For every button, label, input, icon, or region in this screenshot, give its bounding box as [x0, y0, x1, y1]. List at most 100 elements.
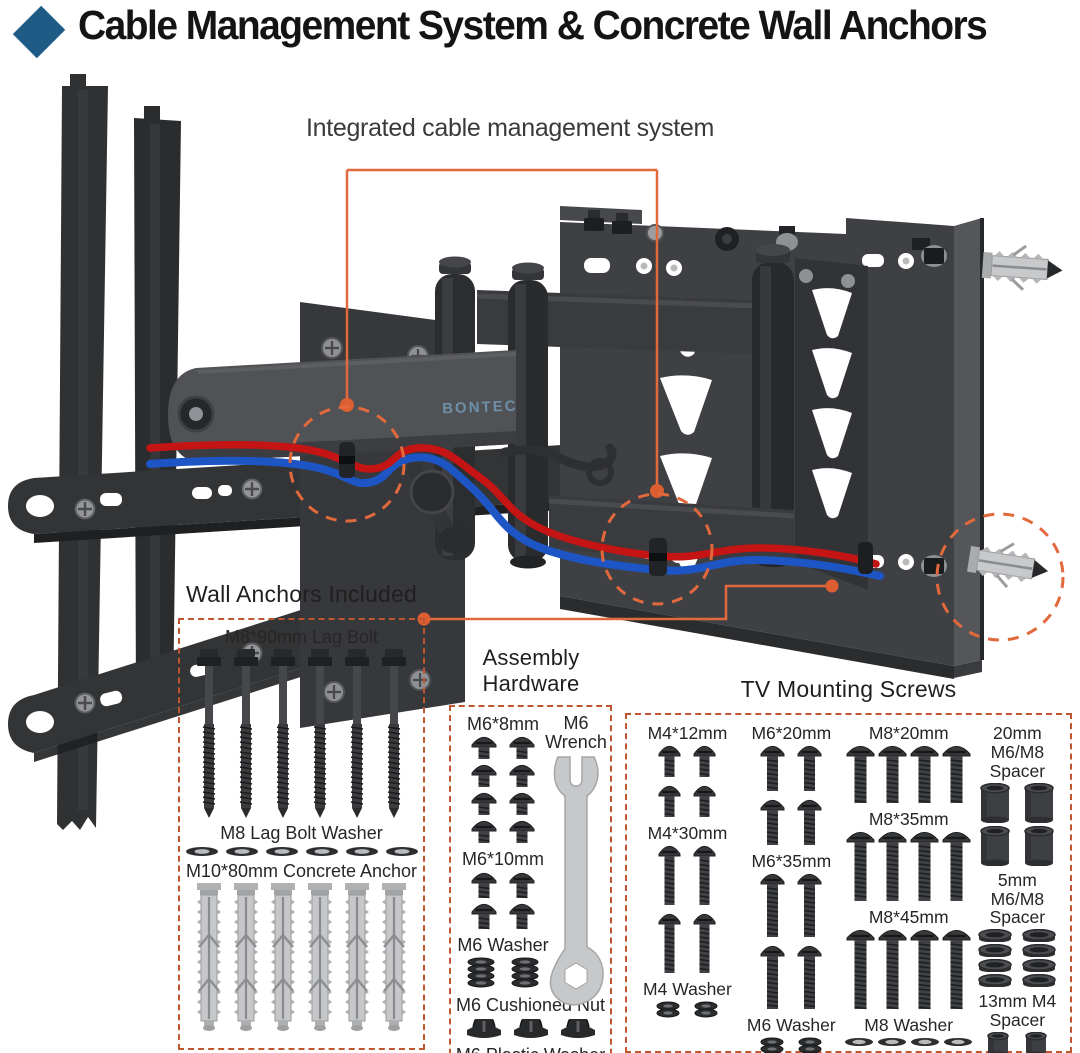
screw-graphic	[693, 745, 716, 779]
hardware-group: 20mm M6/M8 Spacer	[973, 721, 1062, 866]
wrench-group: M6 Wrench	[544, 711, 608, 1013]
spacer-ring-graphic	[978, 944, 1013, 958]
hardware-label: M6 Washer	[457, 934, 549, 955]
articulating-arm: BONTEC	[168, 244, 795, 569]
concrete-anchor-graphic	[381, 883, 407, 1032]
highlight-circle-anchor	[935, 512, 1065, 642]
screw-graphic	[910, 831, 939, 903]
cushioned-nut-graphic	[513, 1018, 548, 1041]
screw-graphic	[910, 929, 939, 1011]
screw-graphic	[693, 845, 716, 907]
spacer-graphic	[980, 782, 1011, 823]
hardware-label: M6*8mm	[466, 714, 539, 734]
spacer-ring-graphic	[978, 959, 1013, 973]
screw-graphic	[910, 745, 939, 805]
cable-red	[146, 440, 880, 568]
screw-graphic	[942, 745, 971, 805]
hardware-label: 20mm M6/M8 Spacer	[989, 723, 1046, 781]
hardware-group: M6*35mm	[751, 849, 831, 1011]
screw-graphic	[797, 799, 822, 847]
screw-graphic	[797, 945, 822, 1011]
concrete-anchor-graphic	[233, 883, 259, 1032]
flat-washer-graphic	[225, 846, 259, 857]
screw-graphic	[693, 785, 716, 819]
hardware-group: M8 Lag Bolt Washer	[185, 821, 419, 856]
flat-washer-graphic	[305, 846, 339, 857]
washer-stack-graphic	[655, 1001, 681, 1021]
screw-graphic	[878, 929, 907, 1011]
hardware-label: M6 Plastic Washer	[456, 1045, 605, 1053]
hardware-label: M8 Lag Bolt Washer	[220, 823, 383, 844]
screw-graphic	[471, 792, 497, 817]
hardware-group: M6*20mm	[751, 721, 831, 847]
spacer-graphic	[1024, 782, 1055, 823]
screw-graphic	[760, 799, 785, 847]
section-title-assembly: Assembly Hardware	[482, 645, 580, 696]
screw-graphic	[509, 820, 535, 845]
page-title: Cable Management System & Concrete Wall …	[78, 2, 988, 48]
flat-washer-graphic	[844, 1037, 874, 1047]
screw-graphic	[509, 792, 535, 817]
hardware-group: M6 Cushioned Nut	[451, 993, 610, 1040]
screw-graphic	[797, 745, 822, 793]
hardware-label: M8*45mm	[868, 906, 949, 927]
spacer-graphic	[987, 1032, 1010, 1053]
hardware-group: M6 Washer	[747, 1013, 836, 1053]
concrete-anchor-graphic	[270, 883, 296, 1032]
section-title-wall-anchors: Wall Anchors Included	[186, 581, 417, 607]
flat-washer-graphic	[385, 846, 419, 857]
hardware-group: M10*80mm Concrete Anchor	[185, 859, 418, 1032]
page-header: Cable Management System & Concrete Wall …	[12, 2, 1034, 59]
screw-graphic	[797, 873, 822, 939]
hardware-label: M10*80mm Concrete Anchor	[185, 860, 418, 881]
hardware-label: M6 Wrench	[545, 713, 607, 753]
cushioned-nut-graphic	[560, 1018, 595, 1041]
hardware-group: M8*45mm	[846, 905, 971, 1011]
hardware-group: M6*10mm	[462, 847, 544, 930]
flat-washer-graphic	[185, 846, 219, 857]
brand-logo: BONTEC	[442, 398, 518, 418]
tv-bracket-bars	[57, 74, 181, 830]
lag-bolt-graphic	[197, 649, 221, 819]
concrete-anchor-graphic	[196, 883, 222, 1032]
screw-graphic	[658, 745, 681, 779]
hardware-label: M6 Washer	[746, 1014, 836, 1035]
hardware-label: M6*35mm	[751, 850, 832, 871]
hardware-group: 13mm M4 Spacer	[973, 989, 1062, 1053]
hardware-label: 5mm M6/M8 Spacer	[989, 869, 1046, 928]
concrete-anchor-graphic	[307, 883, 333, 1032]
hardware-group: M6*8mm	[467, 712, 539, 845]
spacer-ring-graphic	[978, 929, 1013, 943]
hardware-label: M8*35mm	[868, 808, 949, 829]
washer-stack-graphic	[797, 1037, 823, 1053]
highlight-circle-clip2	[600, 492, 714, 606]
spacer-ring-graphic	[1022, 974, 1057, 988]
hardware-group: M4*30mm	[648, 821, 727, 975]
concrete-anchor-bottom	[966, 542, 1049, 589]
washer-stack-graphic	[759, 1037, 785, 1053]
highlight-circles	[288, 405, 1065, 642]
screw-graphic	[760, 873, 785, 939]
hardware-group: M6 Washer	[457, 933, 549, 991]
cable-clip-3	[858, 542, 873, 574]
hardware-group: M8*35mm	[846, 807, 971, 903]
concrete-anchor-graphic	[344, 883, 370, 1032]
screw-graphic	[658, 913, 681, 975]
lag-bolt-graphic	[345, 649, 369, 819]
spacer-ring-graphic	[1022, 959, 1057, 973]
hardware-label: M6*10mm	[461, 849, 545, 870]
screw-graphic	[509, 903, 535, 931]
cushioned-nut-graphic	[466, 1018, 501, 1041]
hardware-label: M4 Washer	[643, 978, 732, 999]
screw-graphic	[942, 831, 971, 903]
hardware-group: 5mm M6/M8 Spacer	[973, 868, 1062, 988]
flat-washer-graphic	[877, 1037, 907, 1047]
spacer-graphic	[1025, 1032, 1048, 1053]
arm-bracket-plate	[795, 258, 868, 590]
washer-stack-graphic	[693, 1001, 719, 1021]
